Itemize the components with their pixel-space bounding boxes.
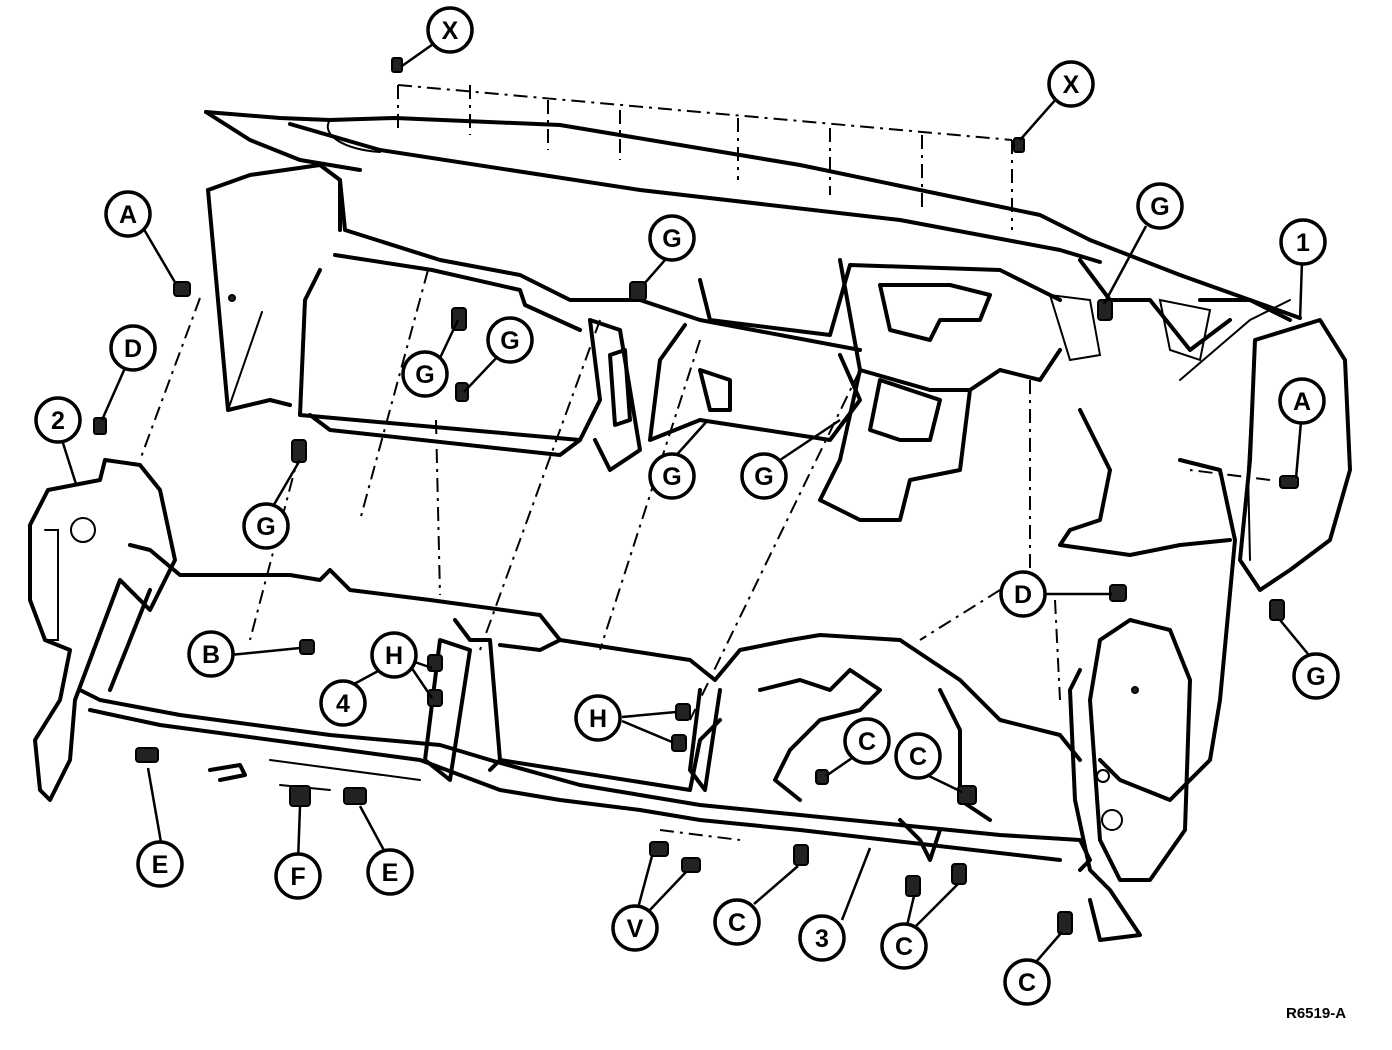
right-side-panel xyxy=(1238,318,1352,592)
callout-1-label: 1 xyxy=(1296,229,1310,257)
callout-g-top-center: G xyxy=(648,214,696,262)
lower-frame xyxy=(78,543,1092,872)
callout-b-label: B xyxy=(202,641,220,669)
callout-g-center-right-label: G xyxy=(754,463,773,491)
nut-e-left-icon xyxy=(135,747,159,763)
clip-v-lower-icon xyxy=(681,857,701,873)
nut-e-mid-icon xyxy=(343,787,367,805)
callout-b: B xyxy=(187,630,235,678)
callout-4: 4 xyxy=(319,679,367,727)
fasteners xyxy=(93,57,1299,935)
callout-1: 1 xyxy=(1279,218,1327,266)
callout-g-left-label: G xyxy=(256,513,275,541)
callout-c-lower-mid-label: C xyxy=(895,933,913,961)
callout-d-left: D xyxy=(109,324,157,372)
callout-d-right: D xyxy=(999,570,1047,618)
alignment-lines xyxy=(139,84,1271,841)
bolt-g-left-icon xyxy=(291,439,307,463)
callout-d-right-label: D xyxy=(1014,581,1032,609)
clip-h-lower-icon xyxy=(427,689,443,707)
callout-g-right-label: G xyxy=(1306,663,1325,691)
callout-g-top-right-label: G xyxy=(1150,193,1169,221)
callout-g-upper-mid2-label: G xyxy=(500,327,519,355)
callout-v-label: V xyxy=(627,915,644,943)
callout-e-left: E xyxy=(136,840,184,888)
callout-h-left: H xyxy=(370,631,418,679)
bolt-g-right-icon xyxy=(1269,599,1285,621)
callout-g-center-label: G xyxy=(662,463,681,491)
bolt-g-top-center-icon xyxy=(629,281,647,301)
callout-g-top-right: G xyxy=(1136,182,1184,230)
bolt-c-lower-mid-b-icon xyxy=(951,863,967,885)
bolt-a-left-icon xyxy=(173,281,191,297)
callout-3: 3 xyxy=(798,914,846,962)
callout-g-upper-mid2: G xyxy=(486,316,534,364)
callout-v: V xyxy=(611,904,659,952)
left-panel xyxy=(28,458,177,802)
right-lower-panel xyxy=(1058,408,1237,942)
clip-h-mid-lower-icon xyxy=(671,734,687,752)
callout-e-mid-label: E xyxy=(382,859,399,887)
callout-f: F xyxy=(274,852,322,900)
callout-g-left: G xyxy=(242,502,290,550)
callout-c-lower-right: C xyxy=(1003,958,1051,1006)
callout-x-right-label: X xyxy=(1063,71,1080,99)
callout-c-lower-left-label: C xyxy=(728,909,746,937)
bolt-c-upper-left-icon xyxy=(815,769,829,785)
screw-x-right-icon xyxy=(1013,137,1025,153)
bolt-c-lower-mid-a-icon xyxy=(905,875,921,897)
callout-x-top: X xyxy=(426,6,474,54)
bolt-a-right-icon xyxy=(1279,475,1299,489)
callout-a-right: A xyxy=(1278,377,1326,425)
callout-2-label: 2 xyxy=(51,407,65,435)
screw-x-left-icon xyxy=(391,57,403,73)
callout-c-upper-right: C xyxy=(894,732,942,780)
center-brackets xyxy=(298,253,972,522)
clip-d-right-icon xyxy=(1109,584,1127,602)
callout-a-left-label: A xyxy=(119,201,137,229)
bolt-c-lower-left-icon xyxy=(793,844,809,866)
callout-2: 2 xyxy=(34,396,82,444)
callout-a-right-label: A xyxy=(1293,388,1311,416)
bolt-b-icon xyxy=(299,639,315,655)
bolt-c-lower-right-icon xyxy=(1057,911,1073,935)
figure-reference-code: R6519-A xyxy=(1286,1005,1346,1022)
callout-a-left: A xyxy=(104,190,152,238)
callout-e-mid: E xyxy=(366,848,414,896)
callout-3-label: 3 xyxy=(815,925,829,953)
leader-lines xyxy=(60,40,1309,963)
callout-h-mid: H xyxy=(574,694,622,742)
callout-4-label: 4 xyxy=(336,690,350,718)
clip-h-mid-upper-icon xyxy=(675,703,691,721)
clip-v-upper-icon xyxy=(649,841,669,857)
bolt-c-upper-right-icon xyxy=(957,785,977,805)
callout-g-upper-mid-label: G xyxy=(415,361,434,389)
top-panel-outline xyxy=(204,110,1302,392)
callout-g-center-right: G xyxy=(740,452,788,500)
callout-e-left-label: E xyxy=(152,851,169,879)
clip-d-left-icon xyxy=(93,417,107,435)
left-side-panel xyxy=(206,163,342,412)
callout-h-left-label: H xyxy=(385,642,403,670)
callout-c-upper-right-label: C xyxy=(909,743,927,771)
callout-c-lower-left: C xyxy=(713,898,761,946)
bolt-g-mid-icon xyxy=(455,382,469,402)
callout-g-center: G xyxy=(648,452,696,500)
callout-c-upper-left-label: C xyxy=(858,728,876,756)
callout-g-right: G xyxy=(1292,652,1340,700)
callout-x-top-label: X xyxy=(442,17,459,45)
nut-f-icon xyxy=(289,785,311,807)
callout-g-upper-mid: G xyxy=(401,350,449,398)
callout-f-label: F xyxy=(290,863,305,891)
callout-c-lower-right-label: C xyxy=(1018,969,1036,997)
callout-h-mid-label: H xyxy=(589,705,607,733)
callout-d-left-label: D xyxy=(124,335,142,363)
callout-x-right: X xyxy=(1047,60,1095,108)
callout-c-lower-mid: C xyxy=(880,922,928,970)
callout-c-upper-left: C xyxy=(843,717,891,765)
callout-g-top-center-label: G xyxy=(662,225,681,253)
